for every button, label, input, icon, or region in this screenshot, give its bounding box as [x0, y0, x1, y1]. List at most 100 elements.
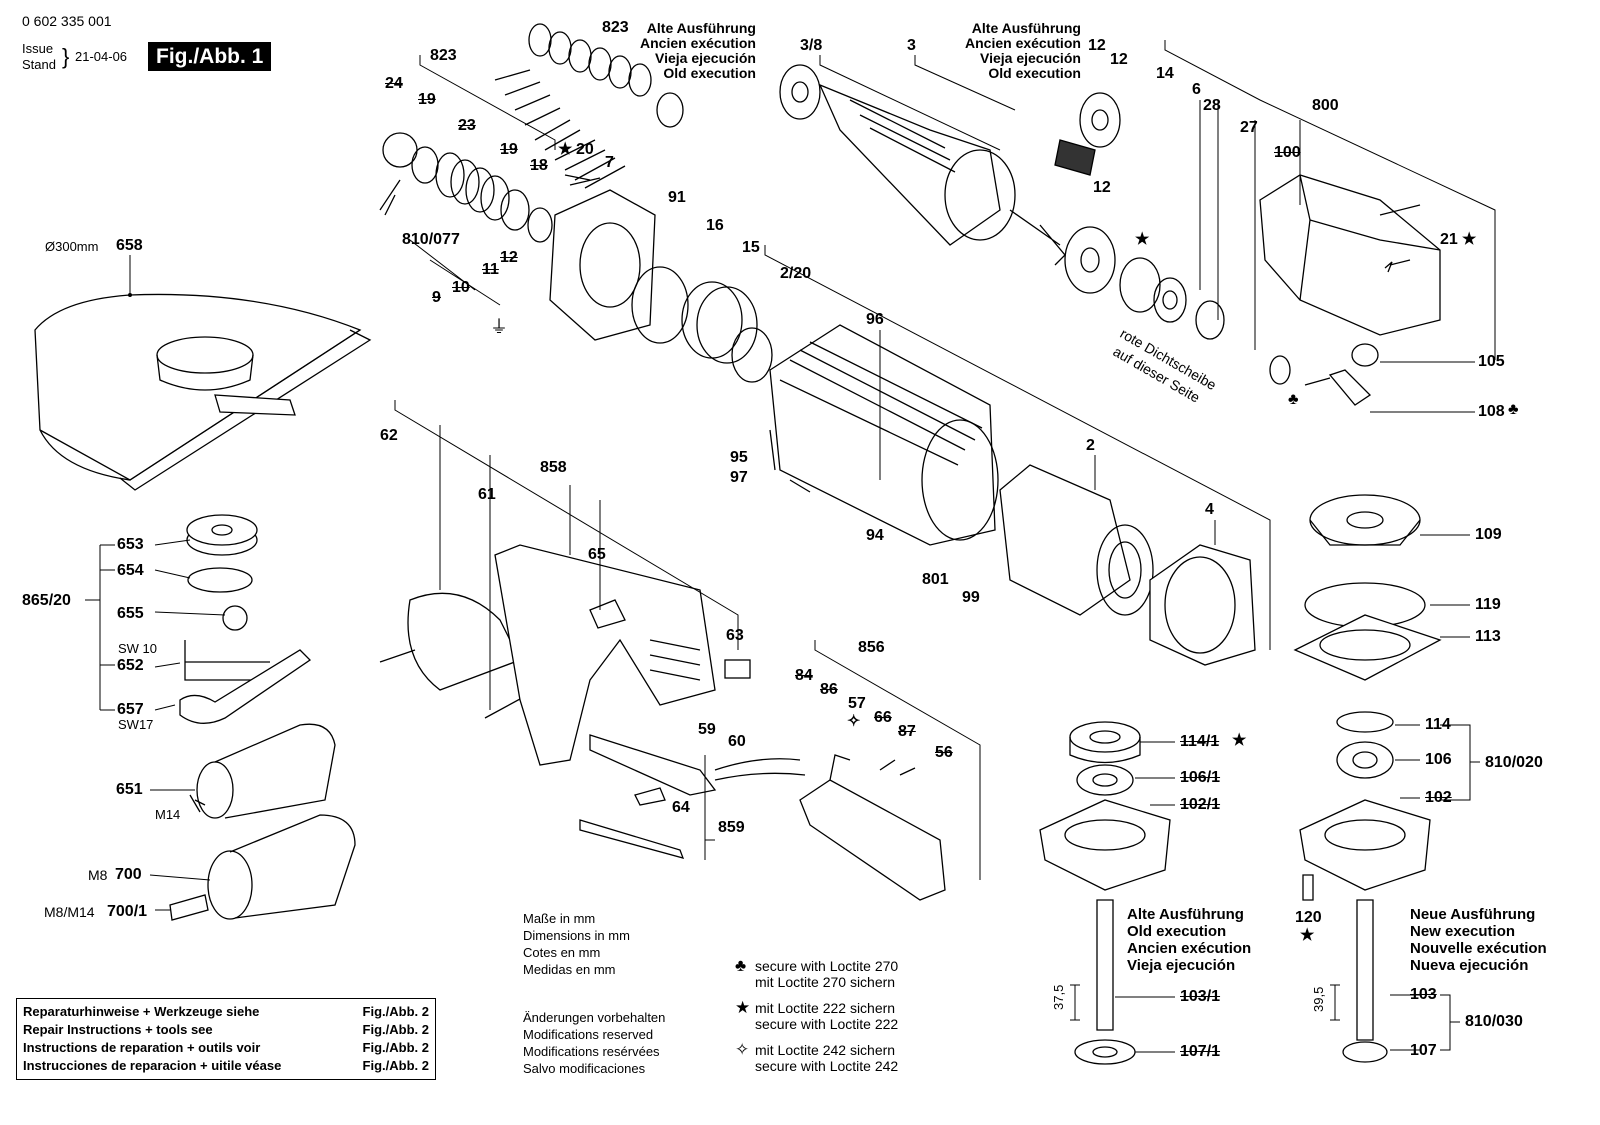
gear-housing-drawing [549, 174, 773, 383]
star-icon: ★ [735, 998, 751, 1017]
part-label-64: 64 [672, 799, 690, 816]
loctite-legend-270: ♣ secure with Loctite 270 mit Loctite 27… [735, 957, 899, 990]
bearing-rings-drawing [1064, 226, 1225, 340]
part-label-95: 95 [730, 449, 748, 466]
part-label-65: 65 [588, 546, 606, 563]
part-label-810-077: 810/077 [402, 231, 460, 248]
fan-ring-drawing [1149, 544, 1256, 666]
leader-lines [85, 40, 1496, 1053]
part-label-60: 60 [728, 733, 746, 750]
part-label-27: 27 [1240, 119, 1258, 136]
part-label-87: 87 [898, 723, 916, 740]
part-label-658: 658 [116, 237, 143, 254]
old-execution-en: Old execution [988, 65, 1081, 81]
part-label-84: 84 [795, 667, 813, 684]
stand-label: Stand [22, 57, 56, 72]
part-label-2: 2 [1086, 437, 1095, 454]
part-label-6: 6 [1192, 81, 1201, 98]
old-execution-label-top-left: Alte Ausführung Ancien exécution Vieja e… [640, 21, 756, 81]
part-label-96: 96 [866, 311, 884, 328]
part-label-61: 61 [478, 486, 496, 503]
part-label-657: 657 [117, 701, 144, 718]
new-exec-en: New execution [1410, 923, 1516, 940]
part-label-856: 856 [858, 639, 885, 656]
star-symbol-120: ★ [1300, 927, 1315, 944]
part-label-18: 18 [530, 157, 548, 174]
part-label-66: 66 [874, 709, 892, 726]
part-label-107-1: 107/1 [1180, 1043, 1221, 1060]
modifications-es: Salvo modificaciones [523, 1061, 646, 1076]
part-label-3-8: 3/8 [800, 37, 823, 54]
old-execution-es: Vieja ejecución [980, 50, 1081, 66]
repair-row-es: Instrucciones de reparacion + uitile véa… [23, 1057, 429, 1075]
old-execution-label-top-right: Alte Ausführung Ancien exécution Vieja e… [965, 21, 1081, 81]
part-label-859: 859 [718, 819, 745, 836]
ground-symbol-icon: ⏚ [490, 317, 508, 337]
dimensions-note: Maße in mm Dimensions in mm Cotes en mm … [523, 910, 630, 978]
part-label-12-old-a: 12 [1088, 37, 1106, 54]
old-execution-de: Alte Ausführung [971, 20, 1081, 36]
part-label-99: 99 [962, 589, 980, 606]
loctite-270-line-1: secure with Loctite 270 [755, 958, 899, 974]
switch-assembly-drawing [799, 754, 946, 901]
part-label-120: 120 [1295, 909, 1322, 926]
part-label-100: 100 [1274, 144, 1301, 161]
part-label-114-1: 114/1 [1180, 733, 1220, 750]
repair-reference-box: Reparaturhinweise + Werkzeuge siehe Fig.… [16, 998, 436, 1080]
repair-ref-en: Fig./Abb. 2 [362, 1022, 429, 1037]
part-label-107: 107 [1410, 1042, 1437, 1059]
part-label-12: 12 [1093, 179, 1111, 196]
part-label-14: 14 [1156, 65, 1174, 82]
issue-date: 21-04-06 [75, 49, 128, 64]
new-execution-block: Neue Ausführung New execution Nouvelle e… [1410, 906, 1547, 974]
modifications-en: Modifications reserved [523, 1027, 654, 1042]
part-label-10: 10 [452, 279, 470, 296]
old-execution-fr: Ancien exécution [640, 35, 756, 51]
wrench-size-sw10: SW 10 [118, 641, 158, 656]
part-label-700: 700 [115, 866, 142, 883]
part-label-12-old-b: 12 [1110, 51, 1128, 68]
repair-row-fr: Instructions de reparation + outils voir… [23, 1039, 429, 1057]
repair-text-en: Repair Instructions + tools see [23, 1022, 213, 1037]
part-label-19a: 19 [418, 91, 436, 108]
club-symbol-pinion: ♣ [1288, 391, 1299, 408]
part-label-109: 109 [1475, 526, 1502, 543]
part-label-106-1: 106/1 [1180, 769, 1221, 786]
loctite-242-line-2: secure with Loctite 242 [755, 1058, 899, 1074]
repair-row-de: Reparaturhinweise + Werkzeuge siehe Fig.… [23, 1003, 429, 1021]
old-exec-de: Alte Ausführung [1127, 906, 1244, 923]
part-label-102: 102 [1425, 789, 1452, 806]
part-label-652: 652 [117, 657, 144, 674]
modifications-de: Änderungen vorbehalten [523, 1010, 666, 1025]
issue-brace: } [62, 44, 70, 69]
loctite-242-line-1: mit Loctite 242 sichern [755, 1042, 896, 1058]
part-label-56: 56 [935, 744, 953, 761]
main-handle-drawing [494, 544, 751, 766]
repair-text-es: Instrucciones de reparacion + uitile véa… [23, 1058, 282, 1073]
part-label-20: 20 [576, 141, 594, 158]
part-label-23: 23 [458, 117, 476, 134]
part-label-800: 800 [1312, 97, 1339, 114]
part-label-28: 28 [1203, 97, 1221, 114]
part-label-9: 9 [432, 289, 441, 306]
repair-ref-es: Fig./Abb. 2 [362, 1058, 429, 1073]
loctite-legend-222: ★ mit Loctite 222 sichern secure with Lo… [735, 999, 898, 1032]
loctite-legend-242: ✧ mit Loctite 242 sichern secure with Lo… [735, 1041, 899, 1074]
wrench-size-sw17: SW17 [118, 717, 154, 732]
dimensions-fr: Cotes en mm [523, 945, 601, 960]
spring-clutch-parts-drawing [379, 23, 684, 243]
part-label-108: 108 [1478, 403, 1505, 420]
repair-ref-de: Fig./Abb. 2 [362, 1004, 429, 1019]
part-label-119: 119 [1475, 596, 1501, 613]
cable-drawing [579, 734, 806, 859]
part-label-654: 654 [117, 562, 144, 579]
star-symbol-21: ★ [1462, 231, 1477, 248]
new-exec-fr: Nouvelle exécution [1410, 940, 1547, 957]
thread-m8-m14: M8/M14 [44, 904, 95, 920]
loctite-222-line-1: mit Loctite 222 sichern [755, 1000, 896, 1016]
part-label-801: 801 [922, 571, 949, 588]
part-label-63: 63 [726, 627, 744, 644]
part-label-823: 823 [430, 47, 457, 64]
part-label-11: 11 [482, 261, 499, 278]
